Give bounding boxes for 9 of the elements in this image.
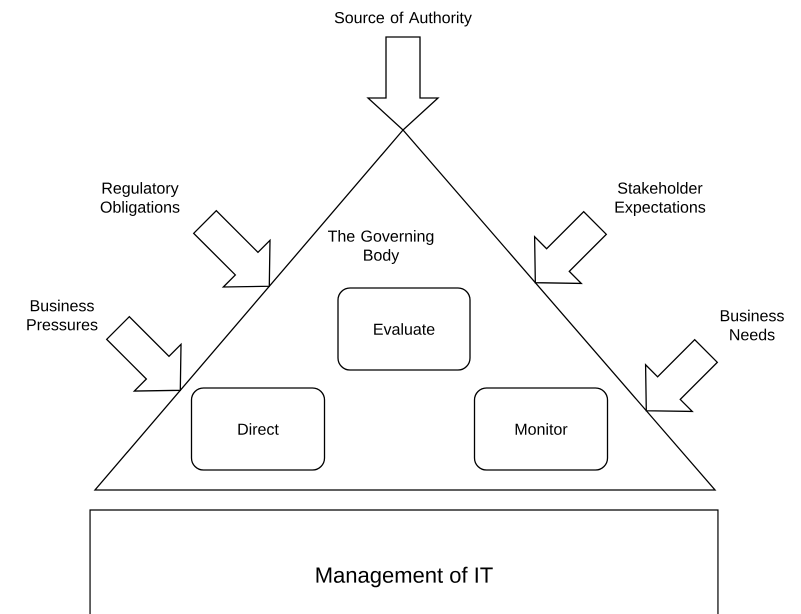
- input-label: Stakeholder Expectations: [616, 182, 706, 216]
- process-box: Evaluate: [337, 287, 471, 371]
- process-box: Monitor: [474, 387, 608, 471]
- block-arrow: [366, 36, 440, 131]
- process-box: Direct: [190, 387, 326, 471]
- input-label: Regulatory Obligations: [100, 182, 180, 216]
- input-label: Business Needs: [720, 310, 784, 340]
- input-label: Source of Authority: [334, 12, 472, 26]
- management-box: Management of IT: [89, 509, 719, 614]
